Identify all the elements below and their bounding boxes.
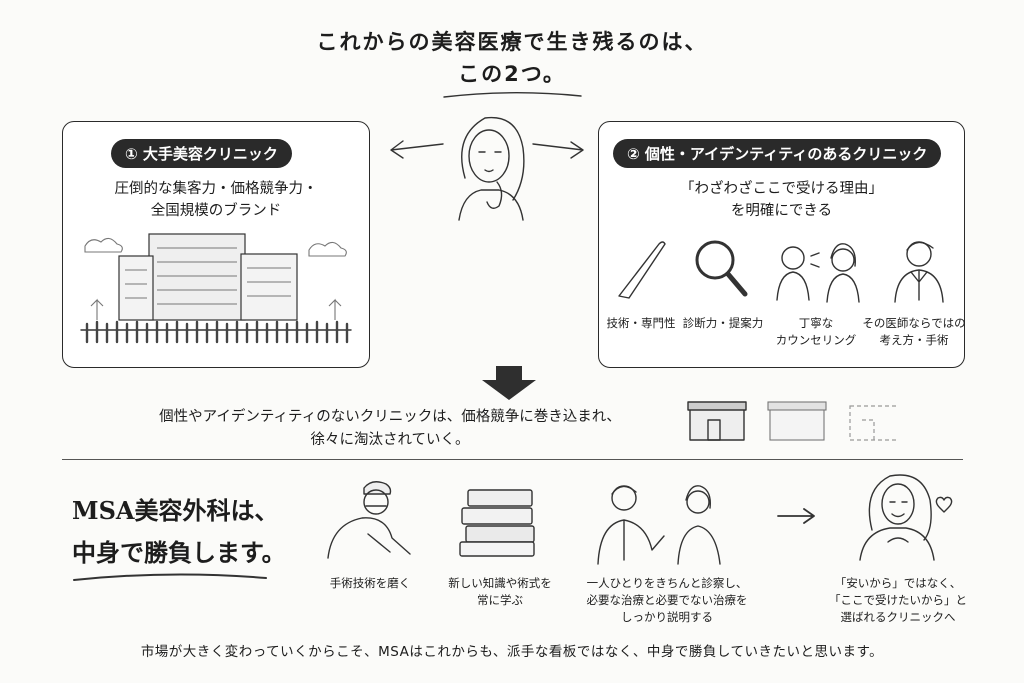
item-label-4a: その医師ならではの bbox=[862, 316, 966, 330]
heading-line1: これからの美容医療で生き残るのは、 bbox=[316, 30, 708, 54]
down-arrow-icon bbox=[482, 366, 536, 400]
step-3-label-1: 一人ひとりをきちんと診察し、 bbox=[586, 576, 748, 590]
msa-headline-2: 中身で勝負します。 bbox=[72, 538, 286, 567]
msa-headline: MSA美容外科は、 中身で勝負します。 bbox=[72, 490, 286, 574]
large-clinic-card: ① 大手美容クリニック 圧倒的な集客力・価格競争力・ 全国規模のブランド bbox=[62, 121, 370, 368]
magnifier-icon bbox=[695, 240, 748, 297]
item-label-1: 技術・専門性 bbox=[606, 316, 676, 330]
doctor-icon bbox=[894, 241, 944, 303]
step-4-label-2: 「ここで受けたいから」と bbox=[829, 593, 967, 607]
identity-clinic-desc-1: 「わざわざここで受ける理由」 bbox=[680, 181, 883, 197]
consultation-icon bbox=[776, 243, 860, 303]
step-2-label-1: 新しい知識や術式を bbox=[448, 576, 552, 590]
item-label-2: 診断力・提案力 bbox=[682, 316, 764, 330]
large-clinic-desc-1: 圧倒的な集客力・価格競争力・ bbox=[114, 181, 318, 197]
item-label-4b: 考え方・手術 bbox=[879, 333, 949, 347]
step-3-label-3: しっかり説明する bbox=[621, 610, 713, 624]
item-label-3a: 丁寧な bbox=[798, 316, 834, 330]
warning-line-2: 徐々に淘汰されていく。 bbox=[310, 432, 470, 448]
thinking-woman-icon bbox=[390, 116, 584, 221]
identity-clinic-card: ② 個性・アイデンティティのあるクリニック 「わざわざここで受ける理由」 を明確… bbox=[598, 121, 966, 368]
right-arrow-icon bbox=[777, 508, 815, 524]
building-crowd-icon bbox=[80, 233, 352, 344]
identity-clinic-label: ② 個性・アイデンティティのあるクリニック bbox=[613, 139, 942, 168]
scalpel-icon bbox=[618, 241, 666, 299]
step-4-label-3: 選ばれるクリニックへ bbox=[840, 610, 956, 624]
happy-woman-icon bbox=[859, 474, 953, 561]
msa-underline bbox=[73, 573, 267, 581]
heading-line2: この2つ。 bbox=[458, 62, 566, 86]
step-1-label: 手術技術を磨く bbox=[329, 576, 411, 590]
identity-clinic-desc-2: を明確にできる bbox=[730, 203, 833, 219]
msa-headline-1: MSA美容外科は、 bbox=[72, 496, 279, 525]
warning-line-1: 個性やアイデンティティのないクリニックは、価格競争に巻き込まれ、 bbox=[159, 409, 621, 425]
section-divider bbox=[62, 459, 963, 461]
large-clinic-label: ① 大手美容クリニック bbox=[111, 139, 292, 168]
heading-underline bbox=[443, 92, 582, 98]
footer-text: 市場が大きく変わっていくからこそ、MSAはこれからも、派手な看板ではなく、中身で… bbox=[140, 644, 884, 660]
warning-text: 個性やアイデンティティのないクリニックは、価格競争に巻き込まれ、 徐々に淘汰され… bbox=[110, 406, 670, 452]
step-3-label-2: 必要な治療と必要でない治療を bbox=[586, 593, 748, 607]
surgeon-icon bbox=[327, 481, 411, 559]
item-label-3b: カウンセリング bbox=[775, 333, 857, 347]
books-icon bbox=[459, 489, 535, 557]
large-clinic-desc-2: 全国規模のブランド bbox=[150, 203, 282, 219]
step-2-label-2: 常に学ぶ bbox=[477, 593, 523, 607]
doctor-patient-icon bbox=[597, 485, 721, 565]
fading-clinics-icon bbox=[687, 401, 896, 441]
step-4-label-1: 「安いから」ではなく、 bbox=[834, 576, 962, 590]
